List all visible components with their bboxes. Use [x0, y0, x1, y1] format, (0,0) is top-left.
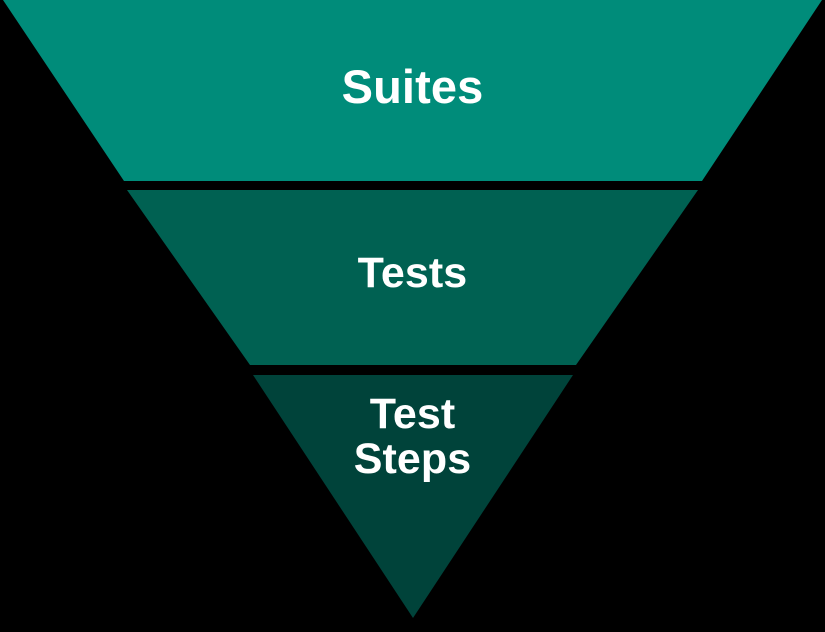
funnel-segment-tests[interactable]	[127, 190, 698, 365]
funnel-segment-test-steps[interactable]	[253, 375, 573, 618]
funnel-segment-suites[interactable]	[3, 0, 822, 181]
